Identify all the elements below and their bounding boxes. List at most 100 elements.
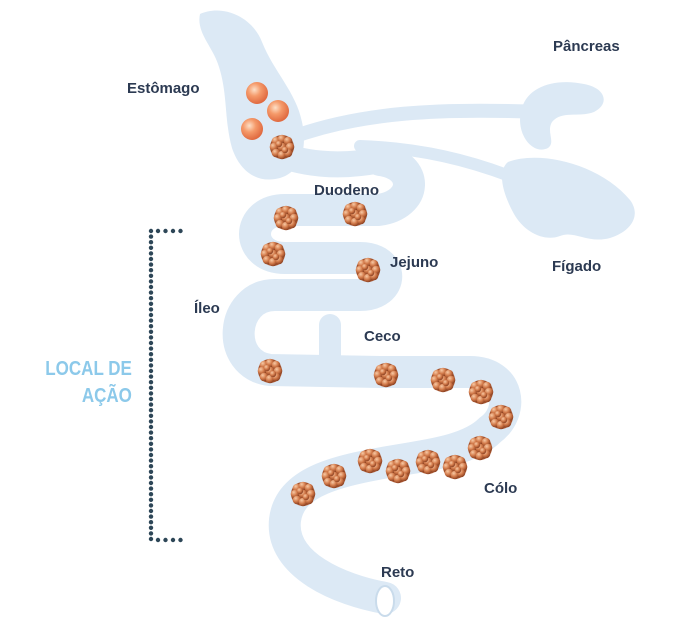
cluster-particle [321,463,347,489]
bracket-vertical-dot [148,245,154,250]
bracket-vertical-dot [148,279,154,284]
bracket-vertical-dot [148,508,154,514]
bracket-vertical-dot [148,385,154,390]
action-area-bracket [148,228,183,543]
action-area-label-line1: LOCAL DE [45,358,132,380]
bracket-vertical-dot [148,329,154,334]
bracket-vertical-dot [148,480,154,486]
cluster-particle [273,205,299,231]
cluster-particle [260,241,286,267]
bracket-vertical-dot [148,363,154,368]
bracket-vertical-dot [148,424,154,430]
bracket-top-dot [170,228,176,234]
bracket-vertical-dot [148,408,154,413]
sphere-particle [246,82,268,104]
cluster-particle [373,362,399,388]
bracket-vertical-dot [148,413,154,418]
bracket-vertical-dot [148,469,154,474]
bracket-vertical-dot [148,340,154,346]
bracket-vertical-dot [148,301,154,306]
bracket-bottom-dot [170,537,176,543]
bracket-vertical-dot [148,296,154,301]
label-jejunum: Jejuno [390,254,439,271]
cluster-particle [257,358,283,384]
cluster-particle [357,448,383,474]
bracket-vertical-dot [148,374,154,379]
cluster-particle [430,367,456,393]
bracket-vertical-dot [148,368,154,374]
bracket-vertical-dot [148,335,154,340]
bracket-vertical-dot [148,531,154,536]
bracket-vertical-dot [148,441,154,446]
bracket-vertical-dot [148,391,154,396]
bracket-vertical-dot [148,346,154,351]
cluster-particle [385,458,411,484]
label-liver: Fígado [552,258,602,275]
bracket-vertical-dot [148,307,154,312]
cluster-particle [355,257,381,283]
label-rectum: Reto [381,564,415,581]
rectum-opening [375,585,395,617]
bracket-vertical-dot [148,380,154,385]
bracket-vertical-dot [148,436,154,441]
bracket-vertical-dot [148,402,154,407]
liver-shape [501,157,635,240]
bracket-vertical-dot [148,352,154,357]
label-cecum: Ceco [364,328,401,345]
sphere-particle [241,118,263,140]
bracket-vertical-dot [148,464,154,469]
stomach-particles [241,82,289,140]
bracket-vertical-dot [148,419,154,424]
digestive-tract-shape [199,10,635,617]
bracket-vertical-dot [148,284,154,290]
bracket-vertical-dot [148,536,154,542]
bracket-vertical-dot [148,228,154,234]
bracket-bottom-dot [155,537,161,543]
bracket-vertical-dot [148,324,154,329]
bracket-vertical-dot [148,268,154,273]
bracket-bottom-dot [163,537,168,543]
bracket-vertical-dot [148,318,154,323]
bracket-vertical-dot [148,492,154,497]
sphere-particle [267,100,289,122]
bracket-vertical-dot [148,251,154,256]
bracket-vertical-dot [148,273,154,278]
bracket-vertical-dot [148,486,154,491]
bracket-vertical-dot [148,396,154,402]
bracket-vertical-dot [148,514,154,519]
bracket-top-dot [163,228,168,234]
bracket-vertical-dot [148,503,154,508]
bracket-vertical-dot [148,262,154,267]
bracket-vertical-dot [148,256,154,262]
bracket-vertical-dot [148,234,154,239]
bracket-top-dot [178,228,183,234]
label-stomach: Estômago [127,80,200,97]
bracket-vertical-dot [148,447,154,452]
bracket-vertical-dot [148,525,154,530]
bracket-vertical-dot [148,475,154,480]
bracket-vertical-dot [148,357,154,362]
bracket-vertical-dot [148,520,154,525]
cluster-particle [488,404,514,430]
cluster-particle [442,454,468,480]
bracket-vertical-dot [148,458,154,463]
label-ileum: Íleo [194,300,220,317]
cluster-particle [415,449,441,475]
bracket-vertical-dot [148,240,154,245]
bracket-vertical-dot [148,452,154,458]
label-duodenum: Duodeno [314,182,379,199]
bracket-vertical-dot [148,312,154,318]
cluster-particle [468,379,494,405]
action-area-label-line2: AÇÃO [81,385,132,407]
cluster-particle [290,481,316,507]
bracket-vertical-dot [148,497,154,502]
bracket-vertical-dot [148,430,154,435]
label-pancreas: Pâncreas [553,38,620,55]
cluster-particle [269,134,295,160]
cluster-particle [342,201,368,227]
label-colon: Cólo [484,480,518,497]
bracket-vertical-dot [148,290,154,295]
pancreatic-duct-shape [283,103,547,145]
bracket-bottom-dot [178,537,183,543]
